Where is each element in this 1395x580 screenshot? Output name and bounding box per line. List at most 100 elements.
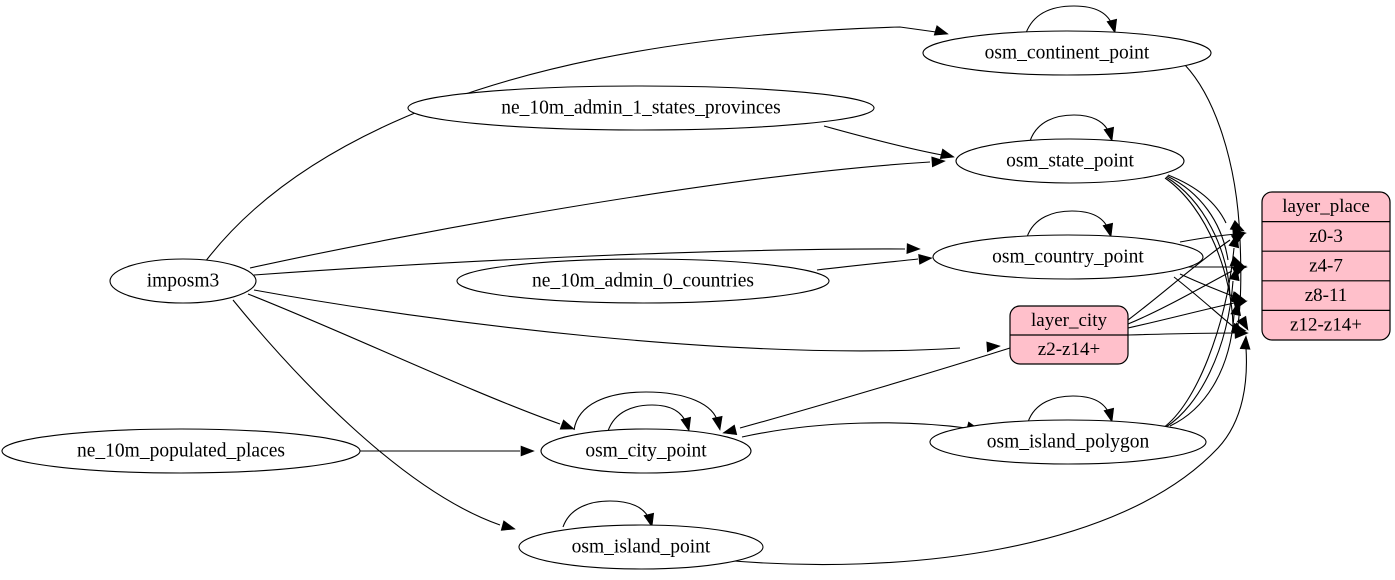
edge-osm_continent_point-to-layer_place-z12 xyxy=(1184,64,1249,331)
arrow-head-icon xyxy=(680,416,692,432)
edge-path xyxy=(1162,247,1235,429)
edge-path xyxy=(823,125,943,156)
edge-path xyxy=(739,347,1011,429)
node-ne_10m_admin_1_states_provinces[interactable]: ne_10m_admin_1_states_provinces xyxy=(407,85,875,131)
edge-path xyxy=(1127,302,1235,329)
edge-osm_island_polygon-to-layer_place-z8-11 xyxy=(1169,301,1242,427)
arrow-head-icon xyxy=(559,419,575,430)
edge-path xyxy=(204,26,937,263)
node-shape xyxy=(922,30,1212,76)
arrow-head-icon xyxy=(1106,18,1118,34)
node-imposm3[interactable]: imposm3 xyxy=(109,258,257,304)
edge-path xyxy=(607,404,688,432)
edge-path xyxy=(253,248,906,276)
edge-osm_island_polygon-to-layer_place-z4-7 xyxy=(1165,266,1240,428)
node-label: osm_continent_point xyxy=(985,42,1150,63)
edge-path xyxy=(1127,270,1233,325)
edge-path xyxy=(1127,239,1231,321)
arrow-head-icon xyxy=(918,253,933,265)
edge-osm_island_polygon-to-osm_island_polygon xyxy=(1027,395,1115,423)
node-osm_island_point[interactable]: osm_island_point xyxy=(518,524,764,570)
arrow-head-icon xyxy=(1228,266,1240,282)
node-shape xyxy=(1,428,361,474)
node-shape xyxy=(929,419,1207,465)
edge-path xyxy=(247,293,561,425)
record-row-layer_place-z0-3[interactable]: z0-3 xyxy=(1309,226,1343,247)
arrow-head-icon xyxy=(1234,328,1249,339)
edge-path xyxy=(1173,276,1237,330)
edge-ne_10m_admin_1_states_provinces-to-osm_state_point xyxy=(823,125,955,160)
edge-osm_island_point-to-osm_island_point xyxy=(562,500,655,528)
arrow-head-icon xyxy=(1102,222,1114,238)
node-label: ne_10m_admin_0_countries xyxy=(532,270,754,291)
edge-path xyxy=(721,347,1247,566)
edge-osm_island_point-to-layer_place-z12 xyxy=(721,335,1251,566)
node-osm_continent_point[interactable]: osm_continent_point xyxy=(922,30,1212,76)
edge-imposm3-to-osm_island_point xyxy=(232,299,516,531)
edge-osm_continent_point-to-osm_continent_point xyxy=(1025,5,1118,34)
edge-imposm3-to-layer_city xyxy=(253,289,1001,353)
node-osm_country_point[interactable]: osm_country_point xyxy=(932,234,1204,280)
edge-ne_10m_populated_places-to-osm_city_point xyxy=(360,445,535,457)
record-node-layer_city[interactable]: layer_city z2-z14+ xyxy=(1009,305,1129,365)
edge-osm_state_point-to-osm_state_point xyxy=(1029,114,1115,142)
arrow-head-icon xyxy=(643,512,655,528)
arrow-head-icon xyxy=(1230,301,1242,317)
edge-path xyxy=(741,422,967,438)
node-osm_state_point[interactable]: osm_state_point xyxy=(955,138,1185,184)
arrow-head-icon xyxy=(1103,126,1115,142)
node-shape xyxy=(456,258,830,304)
edge-osm_city_point-to-osm_city_point xyxy=(573,391,723,431)
node-shape xyxy=(109,258,257,304)
edge-path xyxy=(1026,210,1110,238)
arrow-head-icon xyxy=(500,520,516,531)
arrow-head-icon xyxy=(986,341,1001,353)
node-osm_island_polygon[interactable]: osm_island_polygon xyxy=(929,419,1207,465)
node-shape xyxy=(540,428,752,474)
records-layer: layer_place z0-3 z4-7 z8-11 z12-z14+ layer_ci… xyxy=(1009,191,1391,365)
node-label: osm_country_point xyxy=(992,246,1144,267)
edge-path xyxy=(249,161,931,269)
edge-layer_city-to-osm_city_point xyxy=(722,347,1011,436)
edge-imposm3-to-osm_continent_point xyxy=(204,25,949,263)
node-label: ne_10m_populated_places xyxy=(77,440,285,461)
edge-path xyxy=(1025,5,1114,34)
arrow-head-icon xyxy=(1103,407,1115,423)
arrow-head-icon xyxy=(933,25,949,36)
record-row-layer_place-z8-11[interactable]: z8-11 xyxy=(1305,285,1348,306)
record-row-layer_place-title[interactable]: layer_place xyxy=(1282,196,1370,217)
node-ne_10m_admin_0_countries[interactable]: ne_10m_admin_0_countries xyxy=(456,258,830,304)
edge-path xyxy=(1127,332,1237,336)
edge-path xyxy=(573,391,719,431)
edge-path xyxy=(1165,280,1234,428)
arrow-head-icon xyxy=(1239,335,1251,350)
node-shape xyxy=(407,85,875,131)
edge-osm_city_point-to-osm_city_point xyxy=(607,404,692,432)
edge-path xyxy=(1027,395,1111,423)
record-row-layer_place-z4-7[interactable]: z4-7 xyxy=(1309,255,1343,276)
node-shape xyxy=(518,524,764,570)
edge-path xyxy=(232,299,501,526)
record-node-layer_place[interactable]: layer_place z0-3 z4-7 z8-11 z12-z14+ xyxy=(1261,191,1391,341)
node-osm_city_point[interactable]: osm_city_point xyxy=(540,428,752,474)
edge-imposm3-to-osm_country_point xyxy=(253,243,921,276)
record-row-layer_city-title[interactable]: layer_city xyxy=(1031,310,1107,331)
edge-path xyxy=(1165,176,1231,297)
edge-path xyxy=(253,289,961,352)
edge-osm_country_point-to-osm_country_point xyxy=(1026,210,1114,238)
node-shape xyxy=(932,234,1204,280)
record-row-layer_place-z12[interactable]: z12-z14+ xyxy=(1290,315,1362,336)
edge-path xyxy=(1164,177,1234,327)
edge-imposm3-to-osm_city_point xyxy=(247,293,575,430)
record-row-layer_city-z2[interactable]: z2-z14+ xyxy=(1038,339,1100,360)
edge-path xyxy=(1166,175,1229,261)
node-label: imposm3 xyxy=(147,270,220,291)
arrow-head-icon xyxy=(1236,315,1249,331)
edge-path xyxy=(1169,314,1235,427)
node-ne_10m_populated_places[interactable]: ne_10m_populated_places xyxy=(1,428,361,474)
node-shape xyxy=(955,138,1185,184)
arrow-head-icon xyxy=(906,243,921,254)
arrow-head-icon xyxy=(722,424,738,436)
